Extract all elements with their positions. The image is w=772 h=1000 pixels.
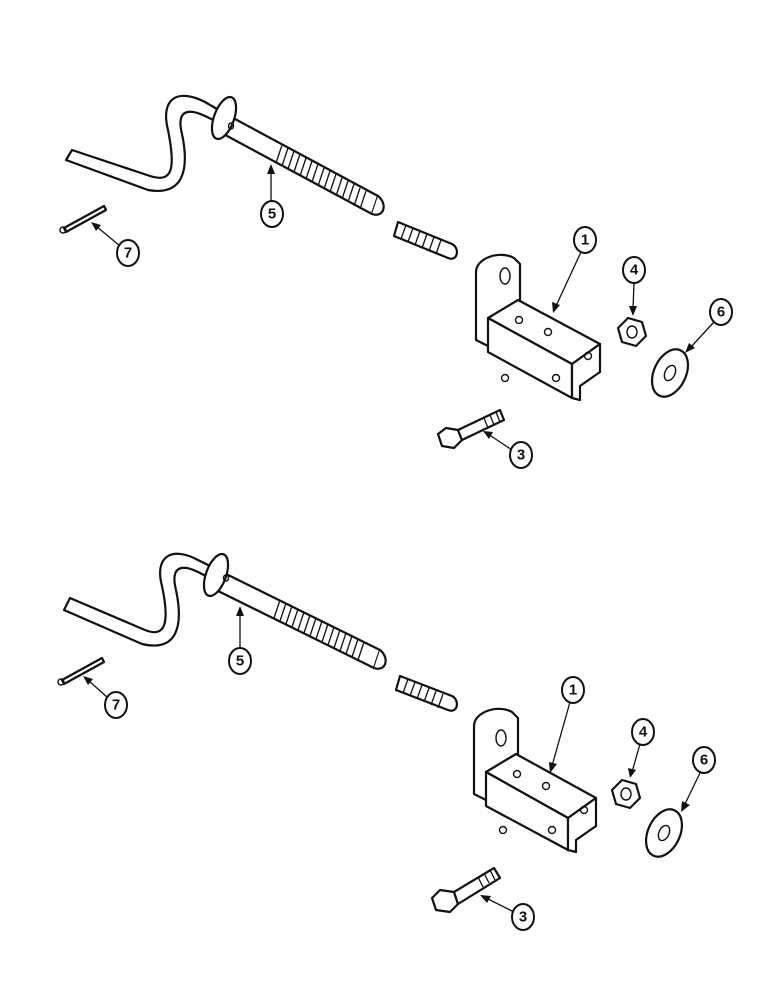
cotter-pin-part xyxy=(57,656,106,686)
callout-5: 5 xyxy=(228,606,252,675)
callout-7: 7 xyxy=(83,676,128,719)
callout-4: 4 xyxy=(622,256,646,316)
callout-6: 6 xyxy=(681,746,716,812)
callout-3: 3 xyxy=(483,431,533,469)
callout-label: 1 xyxy=(569,682,577,699)
assembly-lower: 1 5 7 4 6 3 xyxy=(57,552,716,931)
callout-label: 7 xyxy=(124,245,132,262)
callout-6: 6 xyxy=(685,298,733,353)
bolt-part xyxy=(436,408,506,450)
washer-part xyxy=(644,808,684,858)
callout-1: 1 xyxy=(552,226,597,313)
callout-label: 7 xyxy=(112,697,120,714)
callout-1: 1 xyxy=(549,676,585,773)
nut-part xyxy=(616,316,648,348)
bracket-part xyxy=(474,253,602,402)
assembly-upper: 1 5 7 4 6 3 xyxy=(59,94,733,469)
washer-part xyxy=(650,348,690,398)
callout-label: 5 xyxy=(236,653,244,670)
bracket-part xyxy=(472,707,598,854)
callout-label: 6 xyxy=(700,752,708,769)
callout-4: 4 xyxy=(628,718,655,778)
cotter-pin-part xyxy=(59,204,108,234)
bolt-part xyxy=(430,866,502,914)
callout-5: 5 xyxy=(260,164,284,228)
callout-label: 4 xyxy=(630,262,639,279)
nut-part xyxy=(610,778,642,810)
callout-3: 3 xyxy=(480,895,535,931)
rod-part xyxy=(62,552,458,712)
callout-7: 7 xyxy=(91,222,140,267)
callout-label: 1 xyxy=(581,232,589,249)
rod-part xyxy=(64,94,458,260)
callout-label: 5 xyxy=(268,206,276,223)
callout-label: 3 xyxy=(517,447,525,464)
callout-label: 3 xyxy=(519,909,527,926)
callout-label: 4 xyxy=(639,724,648,741)
callout-label: 6 xyxy=(717,304,725,321)
